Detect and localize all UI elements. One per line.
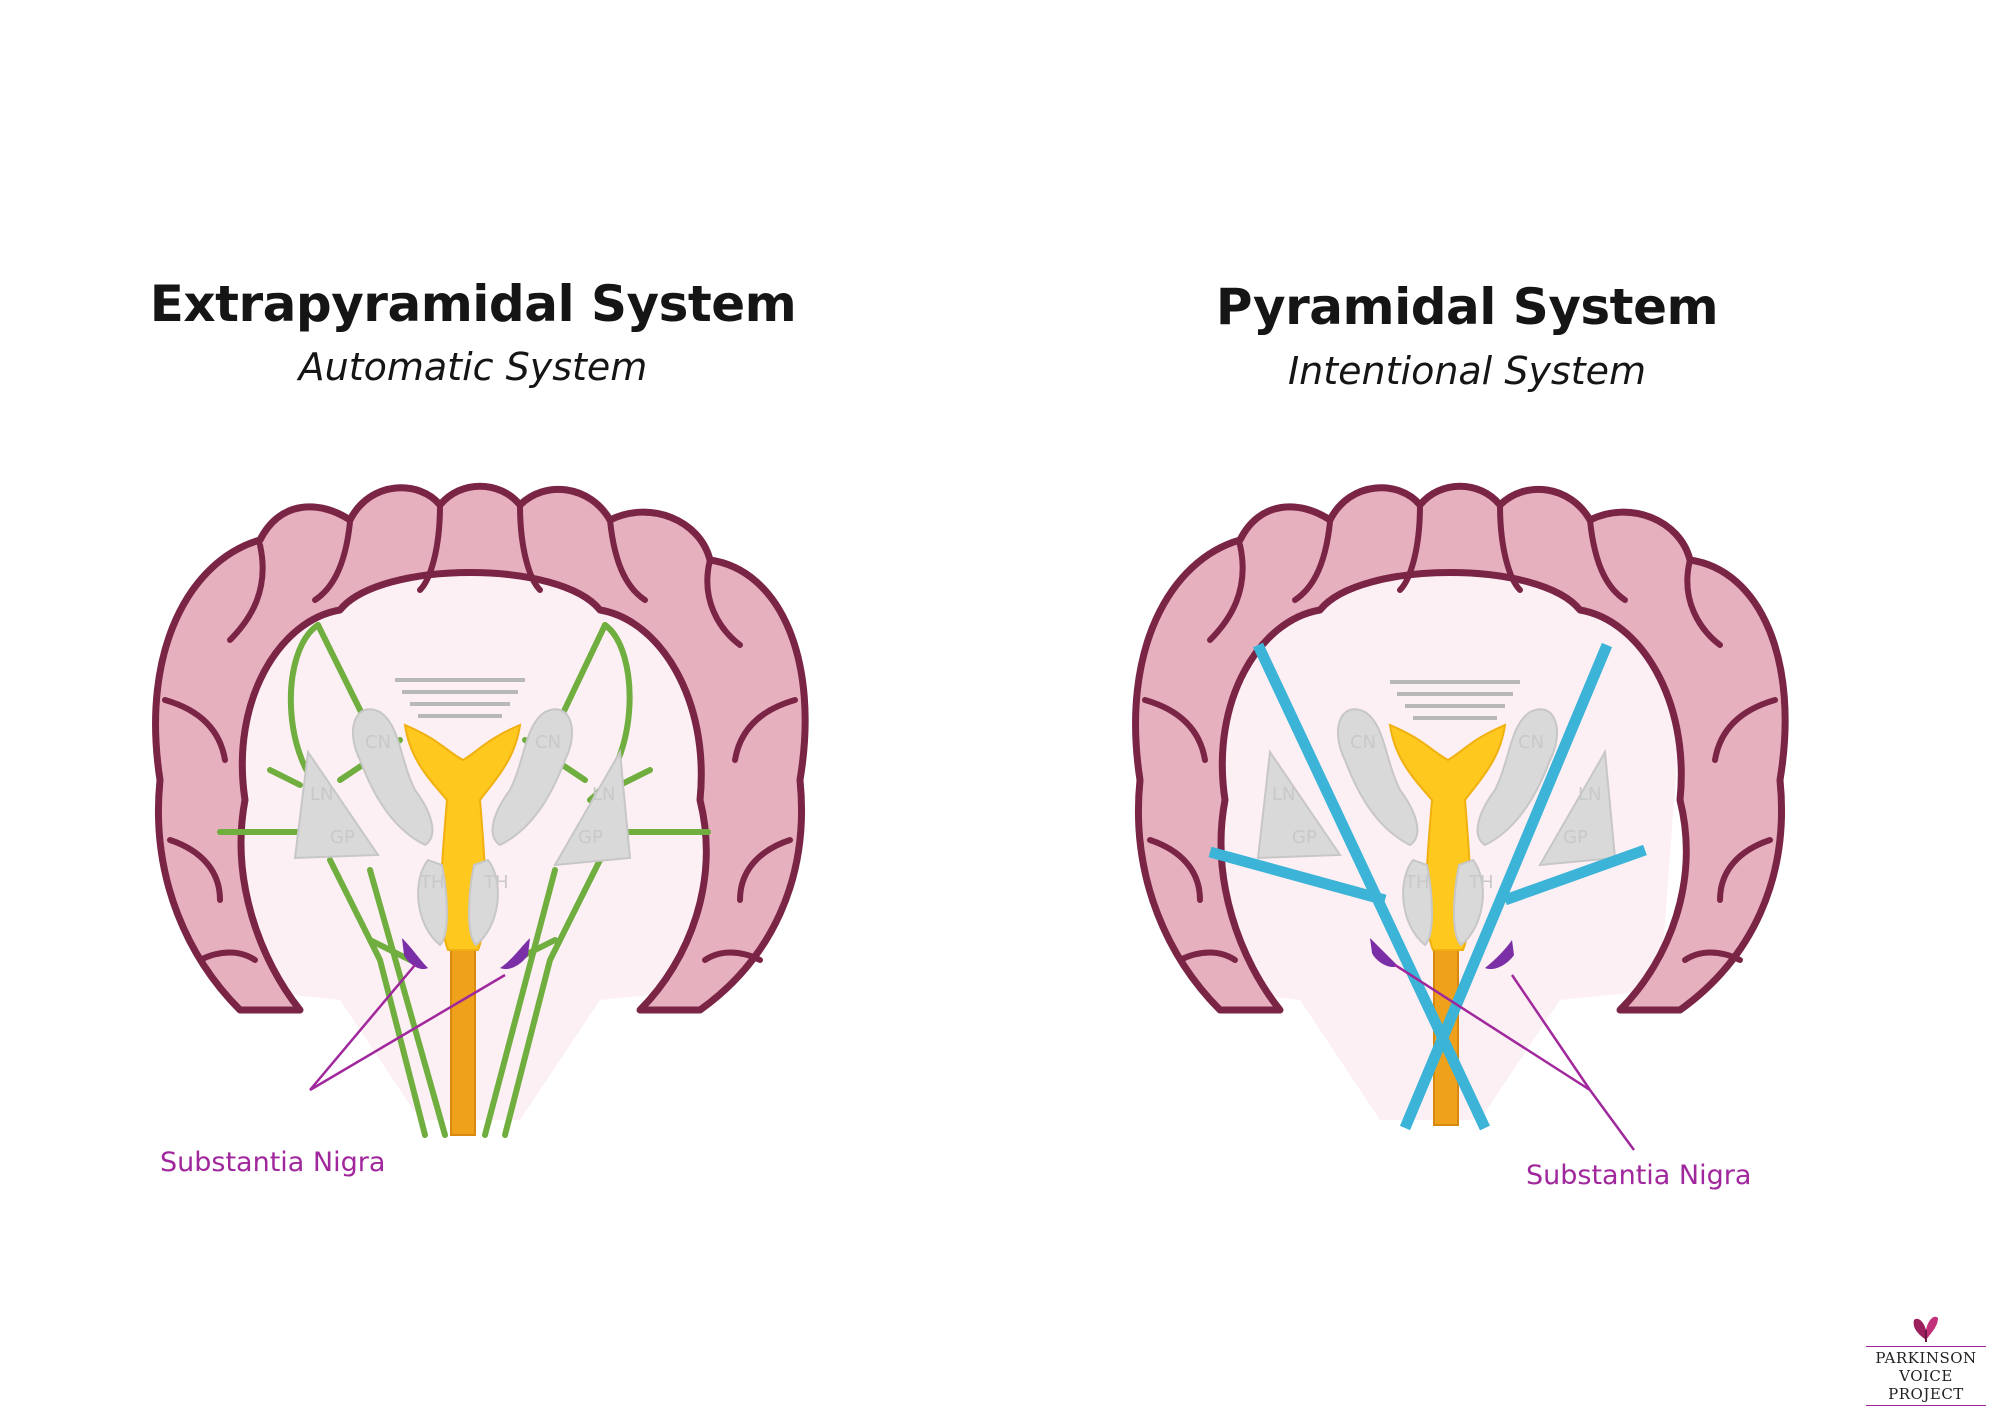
lentiform-nucleus-right	[1538, 748, 1617, 867]
caudate-nucleus-left	[1336, 708, 1419, 847]
butterfly-icon	[1913, 1316, 1938, 1342]
label-cn-left: CN	[365, 732, 391, 753]
extrapyramidal-brain-diagram: CN CN LN LN GP GP TH TH	[152, 482, 809, 1138]
cortex-folds	[1142, 502, 1778, 963]
thalamus-right	[468, 858, 499, 947]
pyramidal-pathways	[1208, 642, 1647, 1131]
cortex-folds	[162, 502, 798, 963]
substantia-nigra-callout	[1394, 963, 1636, 1151]
substantia-nigra-label: Substantia Nigra	[160, 1147, 386, 1178]
thalamus-left	[417, 858, 448, 947]
lentiform-nucleus-right	[553, 748, 632, 867]
extrapyramidal-subtitle: Automatic System	[298, 345, 648, 389]
label-cn-right: CN	[1518, 732, 1544, 753]
caudate-nucleus-left	[351, 708, 434, 847]
label-ln-left: LN	[310, 784, 334, 805]
label-gp-right: GP	[578, 827, 603, 848]
label-gp-left: GP	[330, 827, 355, 848]
label-th-left: TH	[419, 872, 445, 893]
label-th-right: TH	[483, 872, 509, 893]
parkinson-voice-project-logo: PARKINSON VOICE PROJECT	[1862, 1310, 1990, 1410]
thalamus-left	[1402, 858, 1433, 947]
logo-rule-bottom	[1866, 1405, 1986, 1406]
substantia-nigra-callout	[309, 964, 506, 1092]
logo-line-2: VOICE PROJECT	[1888, 1367, 1964, 1403]
label-cn-left: CN	[1350, 732, 1376, 753]
lentiform-nucleus-left	[1256, 749, 1342, 860]
pyramidal-title: Pyramidal System	[1215, 278, 1719, 336]
substantia-nigra-left	[1370, 938, 1398, 968]
substantia-nigra-right	[500, 938, 530, 970]
lentiform-nucleus-left	[293, 749, 380, 860]
ventricle	[1388, 723, 1507, 951]
ventricle	[403, 723, 522, 951]
logo-rule-top	[1866, 1346, 1986, 1347]
label-cn-right: CN	[535, 732, 561, 753]
logo-line-1: PARKINSON	[1875, 1349, 1977, 1367]
pyramidal-brain-diagram: CN CN LN LN GP GP TH TH	[1132, 482, 1789, 1151]
substantia-nigra-left	[402, 938, 428, 970]
corpus-callosum	[1390, 680, 1520, 720]
label-ln-right: LN	[1578, 784, 1602, 805]
label-ln-left: LN	[1272, 784, 1296, 805]
brainstem	[450, 944, 476, 1136]
label-gp-left: GP	[1292, 827, 1317, 848]
corpus-callosum	[395, 678, 525, 718]
substantia-nigra-right	[1485, 940, 1514, 970]
label-th-left: TH	[1404, 872, 1430, 893]
label-th-right: TH	[1468, 872, 1494, 893]
label-gp-right: GP	[1563, 827, 1588, 848]
extrapyramidal-panel: Extrapyramidal System Automatic System	[149, 275, 809, 1178]
pyramidal-panel: Pyramidal System Intentional System	[1000, 0, 2000, 1428]
thalamus-right	[1453, 858, 1484, 947]
extrapyramidal-title: Extrapyramidal System	[149, 275, 797, 333]
label-ln-right: LN	[592, 784, 616, 805]
pyramidal-subtitle: Intentional System	[1287, 349, 1647, 393]
caudate-nucleus-right	[1476, 708, 1559, 847]
caudate-nucleus-right	[491, 708, 574, 847]
substantia-nigra-label: Substantia Nigra	[1526, 1160, 1752, 1191]
